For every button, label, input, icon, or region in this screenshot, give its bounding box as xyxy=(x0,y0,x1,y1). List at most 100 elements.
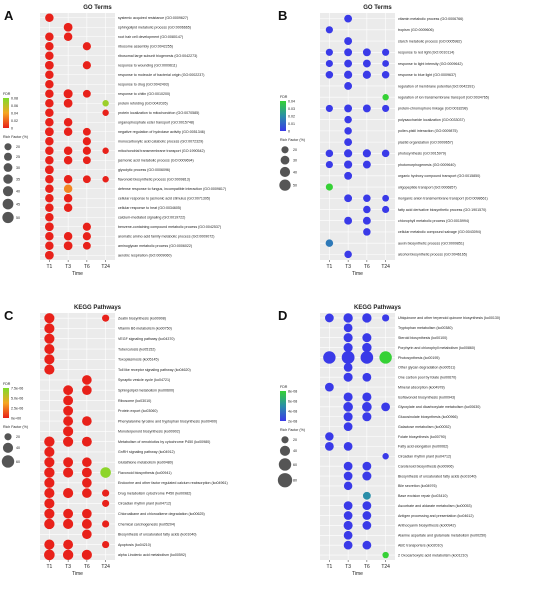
data-point xyxy=(81,549,92,560)
term-label: Flavonoid biosynthesis (ko00941) xyxy=(118,471,172,475)
data-point xyxy=(324,441,334,451)
data-point xyxy=(362,402,372,412)
data-point xyxy=(63,467,74,478)
data-point xyxy=(63,457,74,468)
term-label: systemic acquired resistance (GO:0009627… xyxy=(118,16,188,20)
data-point xyxy=(344,115,352,124)
data-point xyxy=(82,146,91,155)
legend-fdr-title: FDR xyxy=(280,95,288,99)
legend-size-dot xyxy=(4,433,12,441)
data-point xyxy=(63,241,73,251)
data-point xyxy=(45,118,54,127)
data-point xyxy=(344,171,353,180)
data-point xyxy=(63,184,73,193)
term-label: Isoflavonoid biosynthesis (ko00943) xyxy=(398,395,455,399)
term-label: oligopeptide transport (GO:0006857) xyxy=(398,185,457,189)
data-point xyxy=(63,405,74,416)
data-point xyxy=(343,501,353,511)
term-label: Base excision repair (ko03410) xyxy=(398,494,448,498)
data-point xyxy=(44,488,55,499)
term-label: protein-chromophore linkage (GO:0018298) xyxy=(398,107,468,111)
term-label: Chemical carcinogenesis (ko05204) xyxy=(118,522,175,526)
legend-size-dot xyxy=(2,442,14,453)
data-point xyxy=(382,94,389,101)
term-label: aerobic respiration (GO:0009060) xyxy=(118,254,172,258)
data-point xyxy=(343,511,353,520)
term-label: sphingolipid metabolic process (GO:00066… xyxy=(118,26,191,30)
term-label: ribosomal large subunit biogenesis (GO:0… xyxy=(118,54,197,58)
term-label: VEGF signaling pathway (ko04370) xyxy=(118,337,175,341)
data-point xyxy=(63,89,73,99)
data-point xyxy=(344,138,353,147)
term-label: Steroid biosynthesis (ko00100) xyxy=(398,336,447,340)
data-point xyxy=(344,59,353,68)
legend-rf-title: Rich Factor (%) xyxy=(3,135,28,139)
data-point xyxy=(362,313,372,323)
legend-size-label: 45 xyxy=(16,202,20,206)
panel-letter: A xyxy=(4,8,14,23)
data-point xyxy=(63,518,74,530)
term-label: Galactose metabolism (ko00052) xyxy=(398,425,451,429)
data-point xyxy=(44,60,54,70)
data-point xyxy=(363,228,371,236)
data-point xyxy=(362,149,371,158)
data-point xyxy=(45,32,54,41)
legend-size-label: 35 xyxy=(16,177,20,181)
term-label: Monoterpenoid biosynthesis (ko00902) xyxy=(118,430,180,434)
chart-title: KEGG Pathways xyxy=(354,305,402,311)
data-point xyxy=(344,70,353,79)
data-point xyxy=(44,127,54,137)
data-point xyxy=(343,412,353,422)
legend-size-label: 30 xyxy=(293,158,297,162)
legend-rf-title: Rich Factor (%) xyxy=(280,428,305,432)
data-point xyxy=(343,333,353,343)
term-label: Protein export (ko03060) xyxy=(118,409,158,413)
data-point xyxy=(343,323,353,333)
legend-size-dot xyxy=(2,211,14,224)
data-point xyxy=(325,160,333,169)
legend-size-label: 25 xyxy=(16,155,20,159)
data-point xyxy=(325,104,333,113)
data-point xyxy=(343,481,353,491)
data-point xyxy=(362,216,371,225)
term-label: pollen-pistil interaction (GO:0009875) xyxy=(398,129,458,133)
term-label: Glyoxylate and dicarboxylate metabolism … xyxy=(398,405,481,409)
legend-size-label: 60 xyxy=(16,460,20,464)
fdr-colorbar xyxy=(3,98,9,128)
data-point xyxy=(82,241,91,250)
legend-size-dot xyxy=(4,152,12,161)
data-point xyxy=(102,314,110,322)
fdr-tick-label: 0.04 xyxy=(11,111,18,115)
legend-size-dot xyxy=(279,445,291,456)
term-label: Biosynthesis of unsaturated fatty acids … xyxy=(118,533,197,537)
term-label: Drug metabolism cytochrome P450 (ko00982… xyxy=(118,491,191,495)
data-point xyxy=(102,540,110,549)
x-tick-label: T6 xyxy=(84,564,90,570)
term-label: fatty acid derivative biosynthetic proce… xyxy=(398,208,486,212)
term-label: Tuberculosis (ko05152) xyxy=(118,347,155,351)
x-tick-label: T24 xyxy=(101,564,110,570)
data-point xyxy=(81,436,92,447)
fdr-tick-label: 0.02 xyxy=(11,119,18,123)
data-point xyxy=(344,37,353,45)
panel-letter: C xyxy=(4,308,14,323)
data-point xyxy=(45,137,54,146)
term-label: Glucosinolate biosynthesis (ko00966) xyxy=(398,415,458,419)
data-point xyxy=(360,351,374,364)
data-point xyxy=(344,48,353,57)
term-label: regulation of membrane potential (GO:004… xyxy=(398,84,475,88)
term-label: Mineral absorption (ko04978) xyxy=(398,385,445,389)
data-point xyxy=(343,343,353,353)
legend-rf-title: Rich Factor (%) xyxy=(280,138,305,142)
data-point xyxy=(45,184,54,193)
data-point xyxy=(63,194,73,203)
data-point xyxy=(344,82,353,90)
fdr-tick-label: 4e-08 xyxy=(288,409,297,413)
term-label: ABC transporters (ko02010) xyxy=(398,543,443,547)
data-point xyxy=(344,250,352,259)
fdr-tick-label: 8e-08 xyxy=(288,389,297,393)
fdr-tick-label: 5.0e-06 xyxy=(11,396,23,400)
data-point xyxy=(44,436,55,447)
data-point xyxy=(63,395,74,406)
